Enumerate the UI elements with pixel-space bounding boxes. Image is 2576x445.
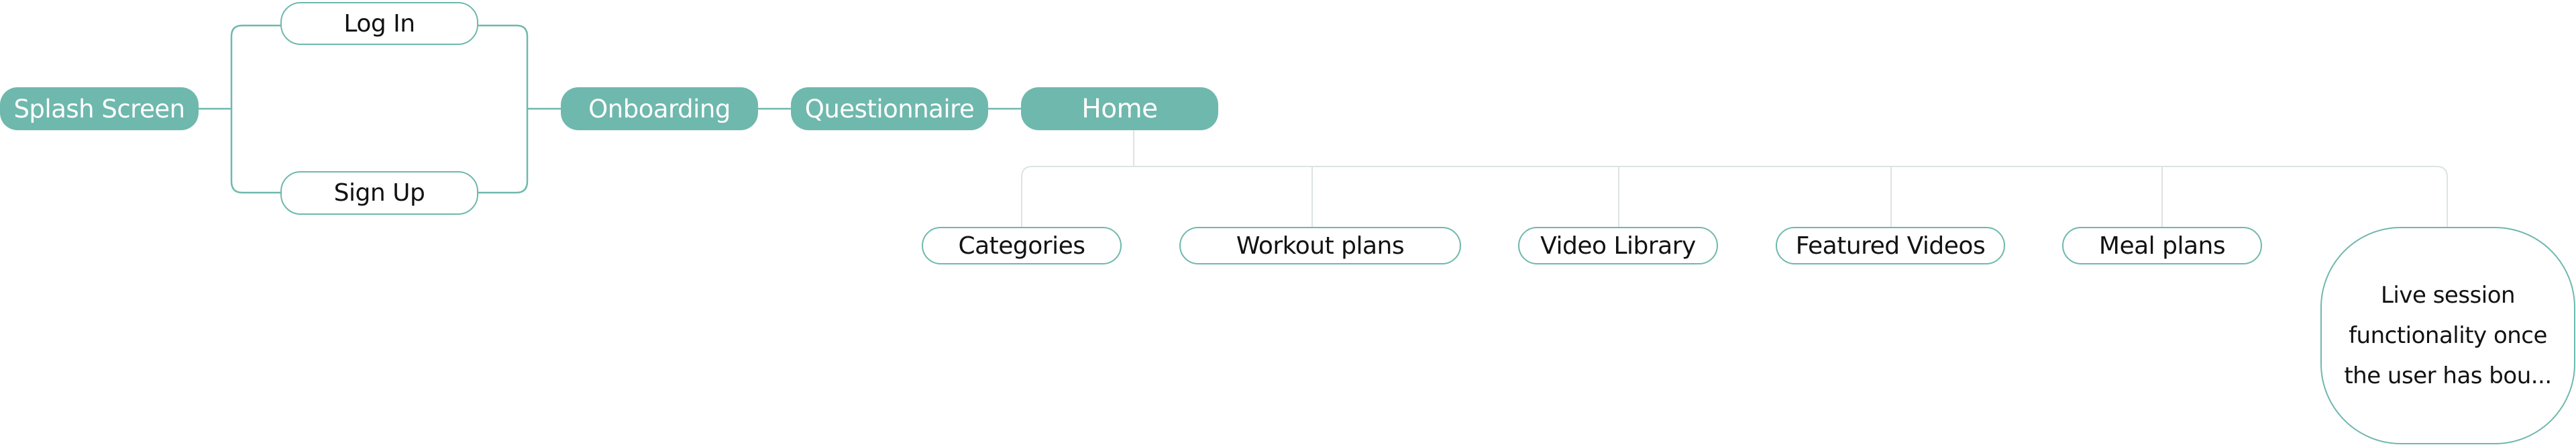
node-home[interactable]: Home [1021, 87, 1218, 130]
connector-splash-to-signup [230, 109, 280, 194]
live-session-line-1: Live session [2380, 282, 2516, 309]
node-splash-screen[interactable]: Splash Screen [0, 87, 199, 130]
live-session-line-2: functionality once [2349, 322, 2547, 349]
node-onboarding[interactable]: Onboarding [561, 87, 758, 130]
node-meal-plans[interactable]: Meal plans [2062, 227, 2262, 264]
live-session-text: Live session functionality once the user… [2344, 275, 2552, 396]
connector-home-bus [1021, 166, 2448, 227]
connector-signup-to-onboarding [478, 109, 529, 194]
node-workout-plans[interactable]: Workout plans [1179, 227, 1461, 264]
connector-splash-to-login [199, 24, 280, 110]
node-live-session[interactable]: Live session functionality once the user… [2320, 227, 2575, 444]
node-categories[interactable]: Categories [922, 227, 1122, 264]
node-video-library[interactable]: Video Library [1518, 227, 1718, 264]
live-session-line-3: the user has bou... [2344, 362, 2552, 389]
node-questionnaire[interactable]: Questionnaire [791, 87, 988, 130]
node-sign-up[interactable]: Sign Up [280, 171, 478, 215]
connector-login-to-onboarding [478, 24, 529, 109]
node-featured-videos[interactable]: Featured Videos [1776, 227, 2005, 264]
node-log-in[interactable]: Log In [280, 2, 478, 45]
